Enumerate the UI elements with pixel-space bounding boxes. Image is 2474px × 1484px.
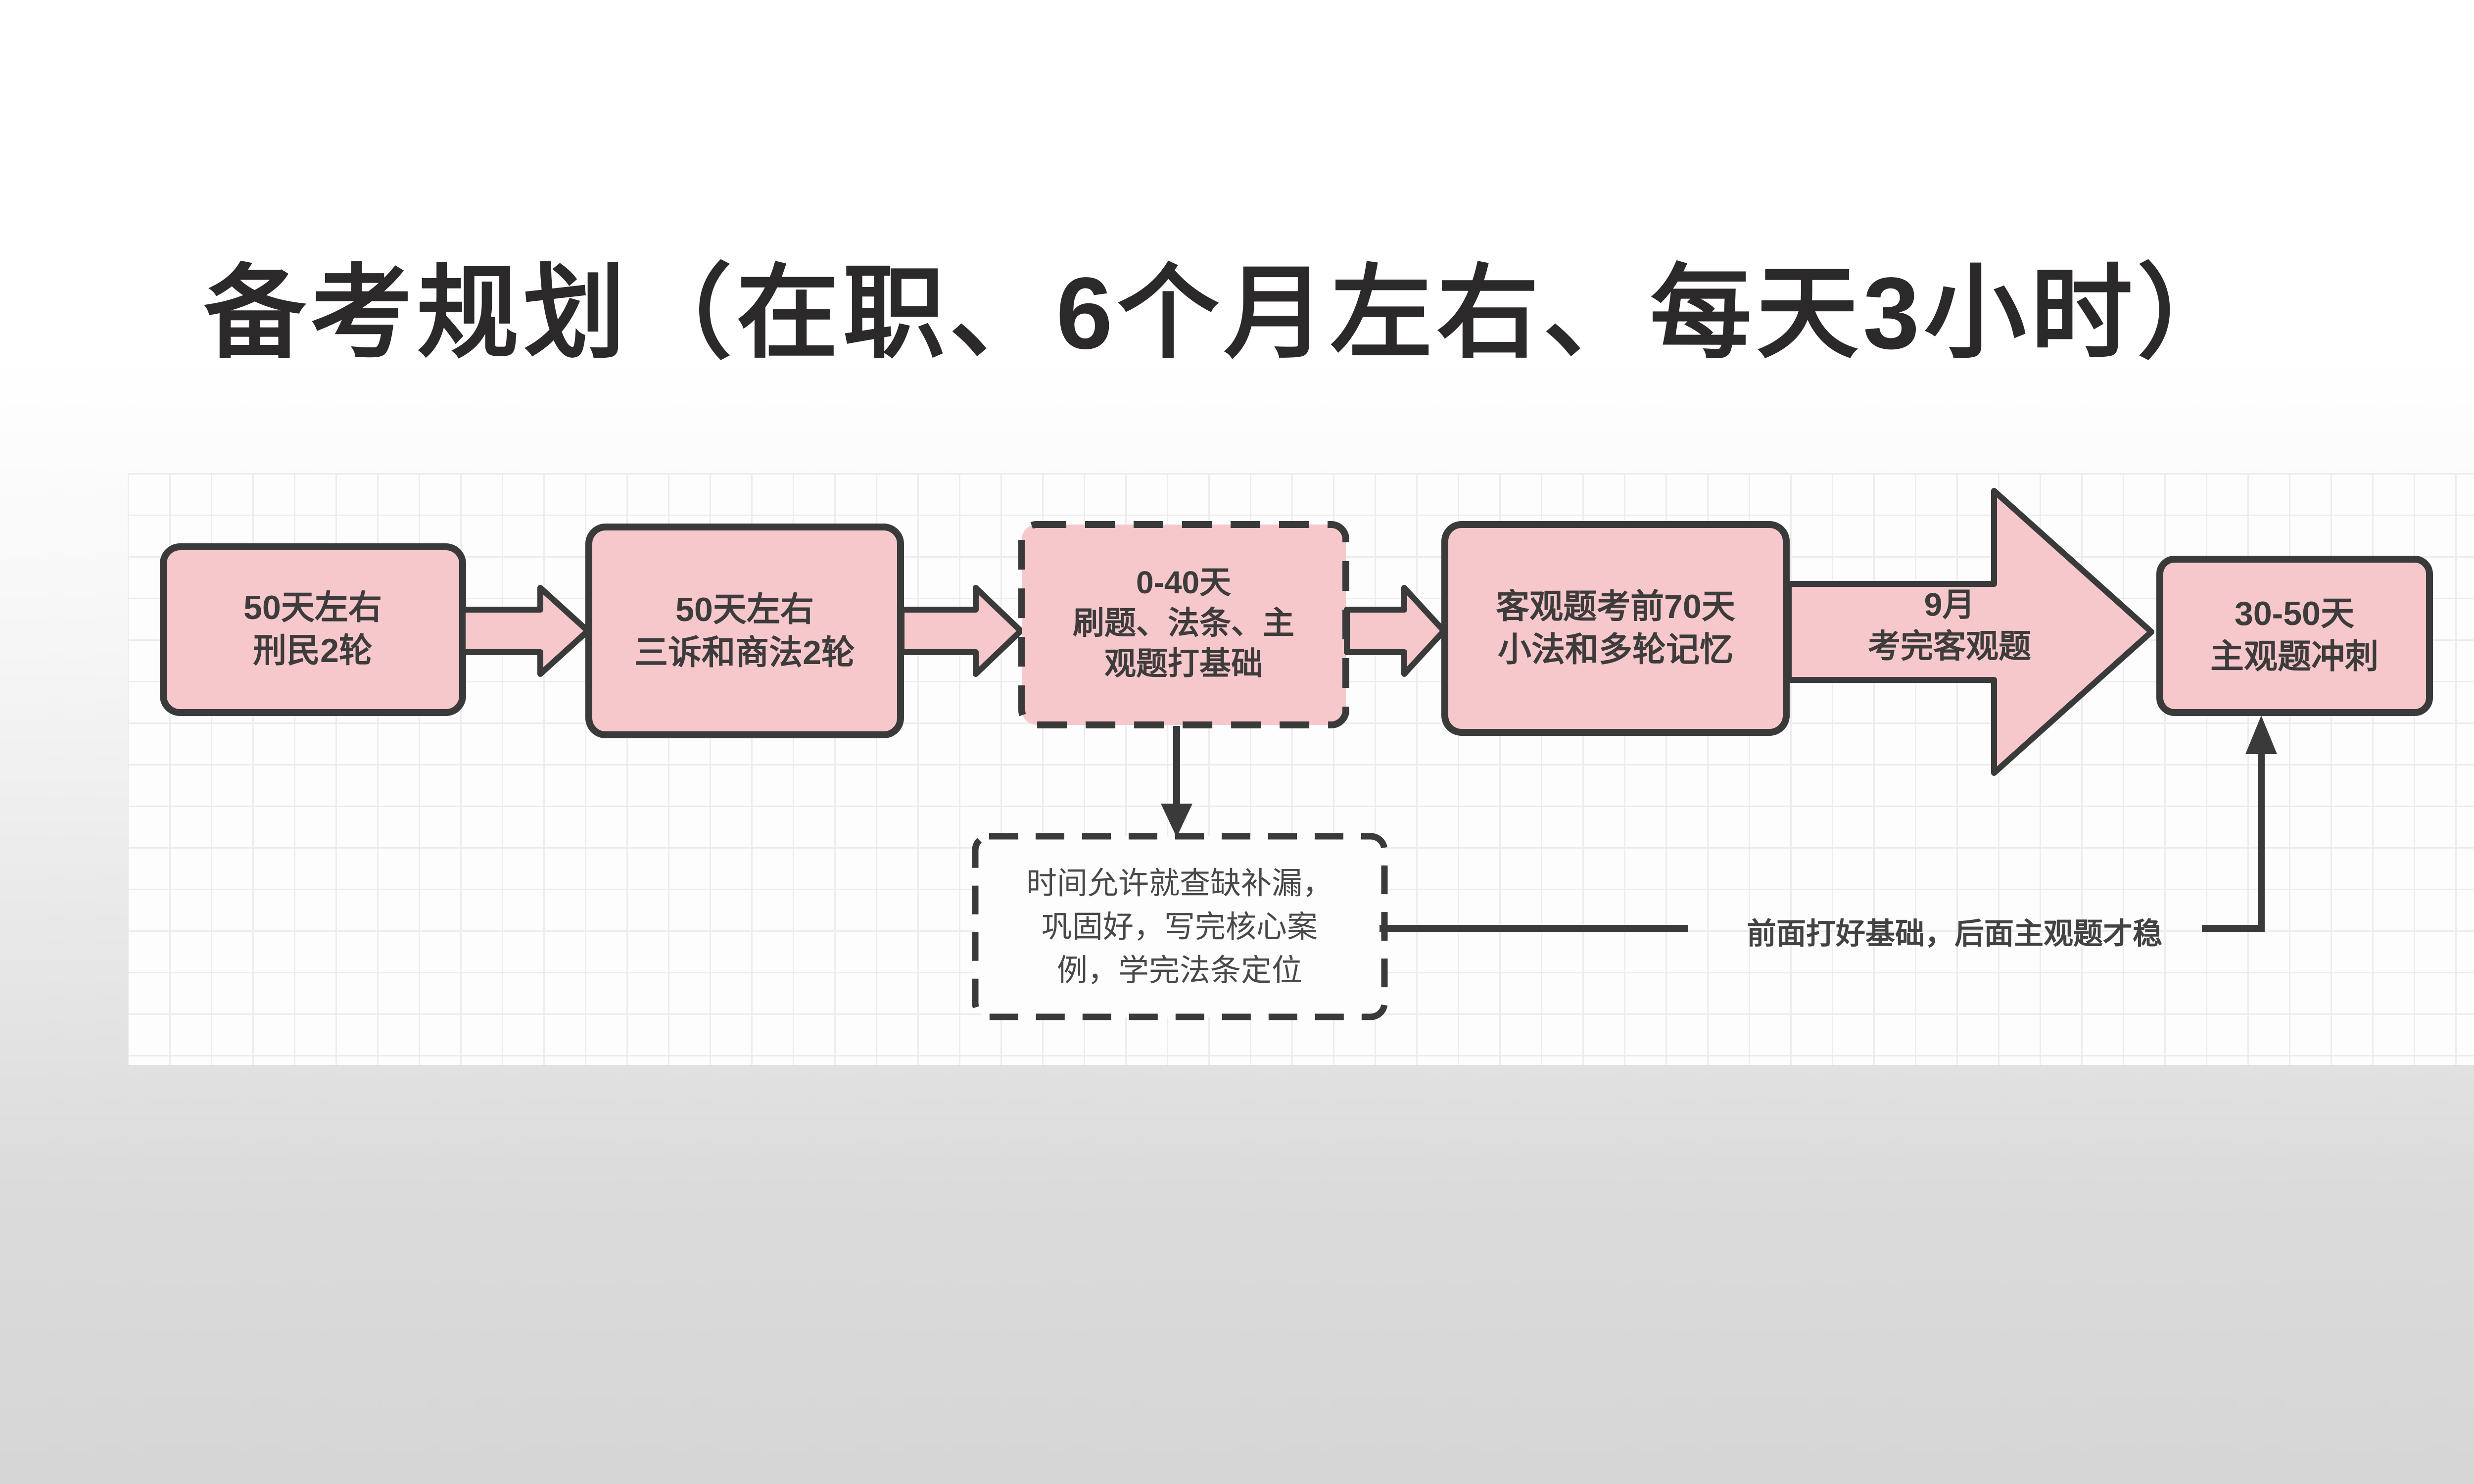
annotation-label: 前面打好基础，后面主观题才稳 [1747,917,2162,951]
flow-step-5-box [2156,556,2433,716]
connector-annotation-to-step5 [2202,751,2265,932]
flow-step-4-label: 客观题考前70天 小法和多轮记忆 [1496,587,1735,669]
big-arrow-label: 9月 考完客观题 [1868,586,2031,665]
note-label: 时间允许就查缺补漏， 巩固好，写完核心案 例，学完法条定位 [1026,866,1333,988]
flow-step-1-label: 50天左右 刑民2轮 [243,588,382,670]
page-title: 备考规划（在职、6个月左右、每天3小时） [204,256,2244,370]
arrow-step3-to-step4-icon [1344,585,1447,677]
big-arrow-step4-to-step5-icon [1786,488,2154,776]
flow-step-2-label: 50天左右 三诉和商法2轮 [634,590,855,671]
arrow-step2-to-step3-icon [899,585,1024,677]
flow-step-3-label: 0-40天 刷题、法条、主 观题打基础 [1073,565,1294,681]
down-arrowhead-icon [1161,804,1192,837]
flow-step-5-label: 30-50天 主观题冲刺 [2210,594,2379,675]
up-arrowhead-icon [2245,716,2277,754]
arrow-step1-to-step2-icon [460,585,591,677]
